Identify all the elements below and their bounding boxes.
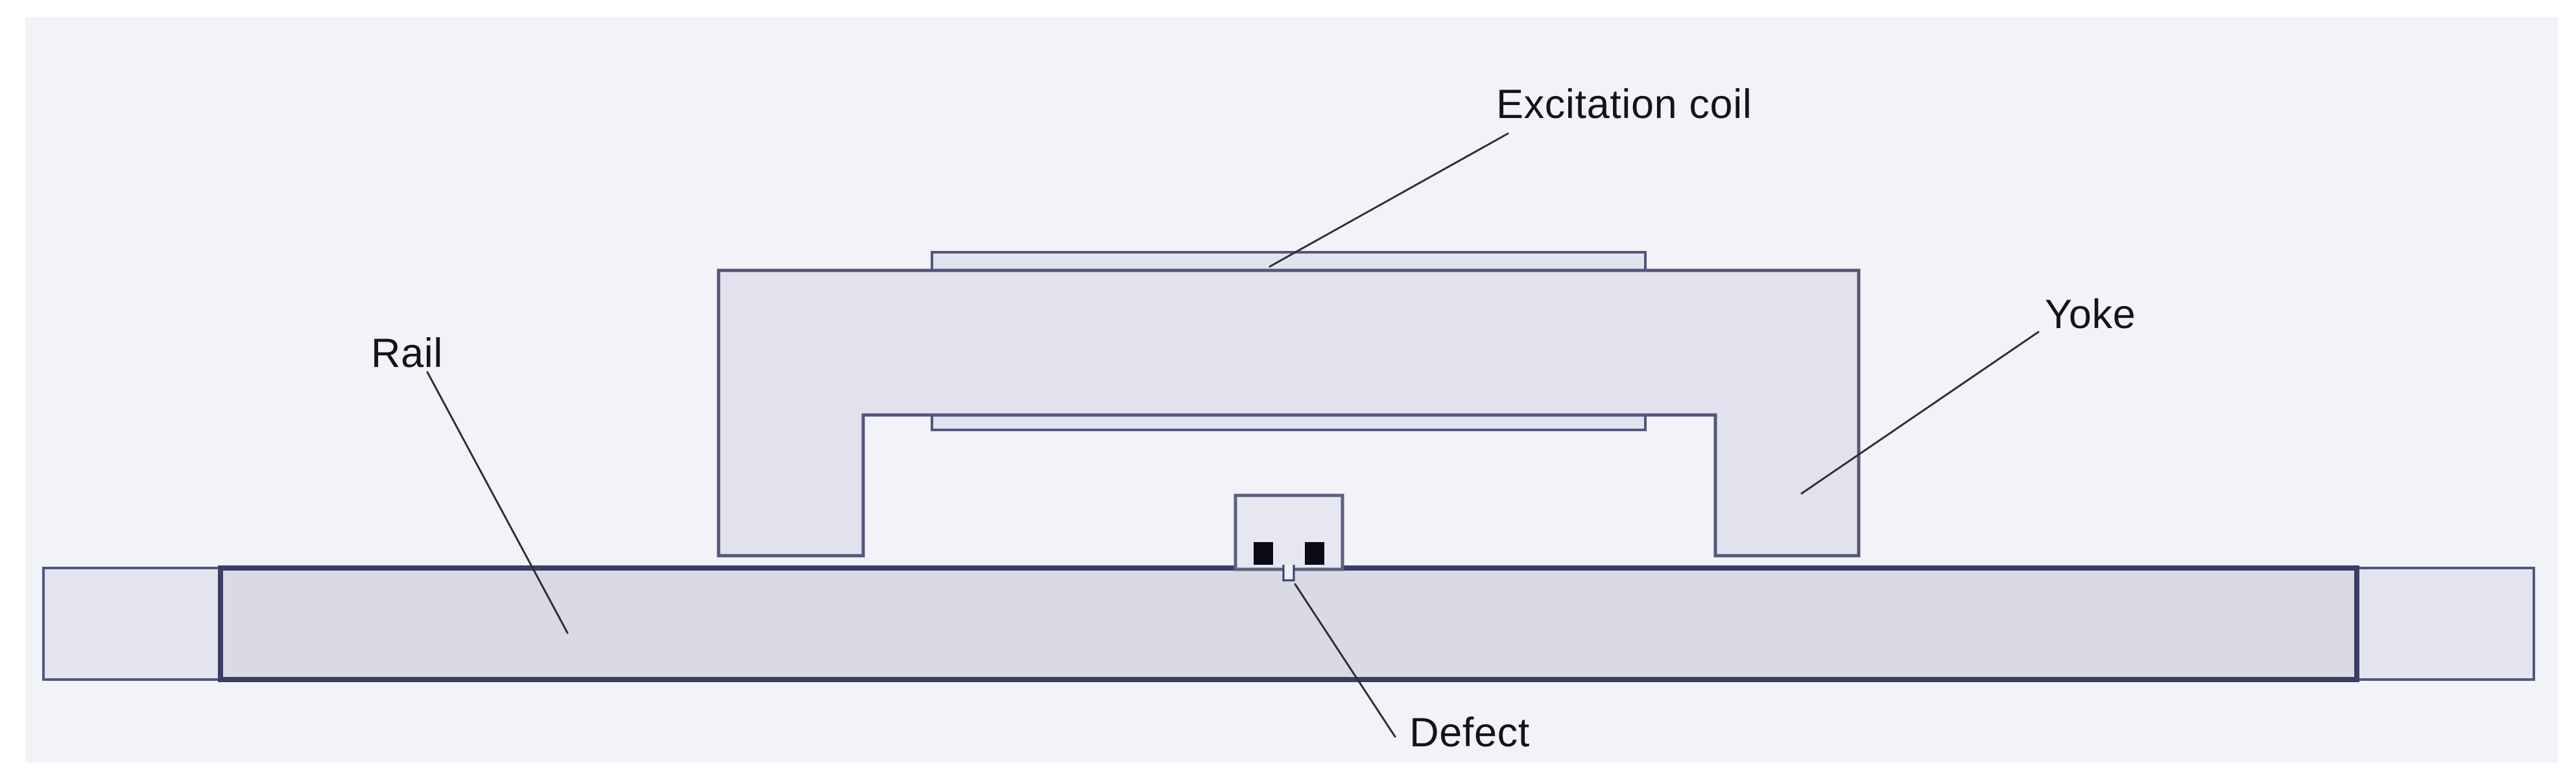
- defect-leader-line: [1294, 583, 1396, 738]
- label-excitation-coil: Excitation coil: [1496, 82, 1752, 127]
- excitation-coil-leader-line: [1269, 132, 1509, 268]
- label-yoke: Yoke: [2044, 292, 2136, 338]
- rail-left-end-shape: [42, 567, 222, 681]
- label-rail: Rail: [370, 330, 443, 376]
- sensor-probe-shape: [1234, 493, 1344, 571]
- defect-notch-shape: [1282, 565, 1295, 582]
- yoke-leader-line: [1800, 331, 2040, 495]
- rail-shape: [218, 565, 2359, 682]
- yoke-shape: [717, 268, 1861, 558]
- rail-right-end-shape: [2355, 567, 2535, 681]
- sensor-electrode-right: [1305, 542, 1324, 565]
- label-defect: Defect: [1409, 710, 1530, 756]
- rail-leader-line: [426, 371, 569, 634]
- sensor-electrode-left: [1254, 542, 1273, 565]
